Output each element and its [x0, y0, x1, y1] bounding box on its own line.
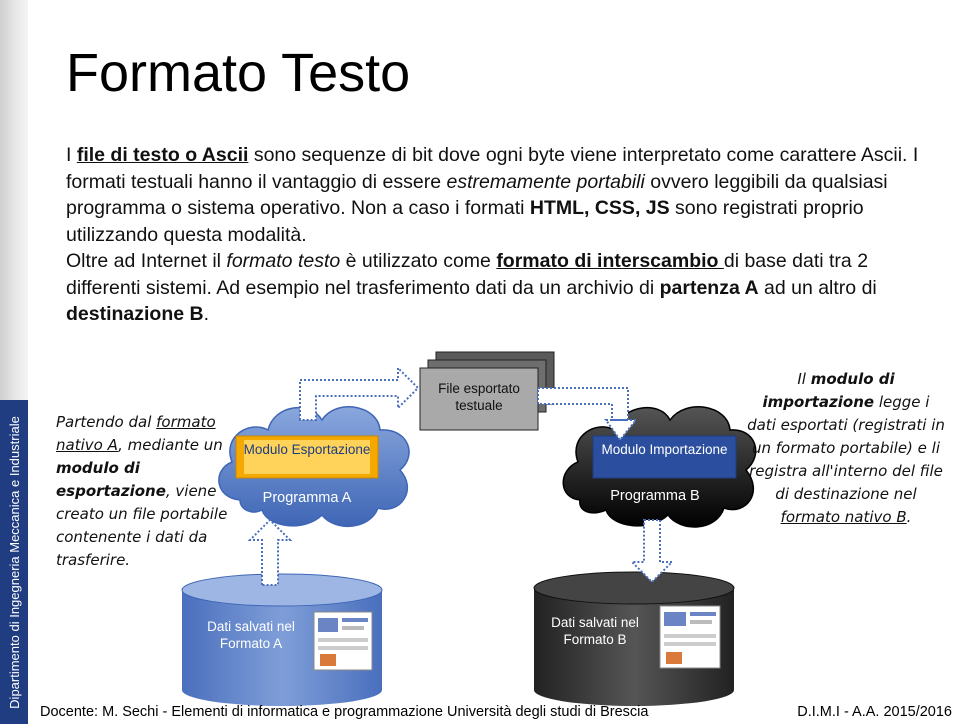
export-module-label: Modulo Esportazione — [243, 442, 371, 457]
text: , viene creato un file portabile contene… — [56, 482, 228, 569]
file-stack-icon — [419, 351, 555, 431]
text: Partendo dal — [56, 413, 157, 431]
text: legge i dati esportati (registrati in un… — [747, 393, 945, 503]
text: . — [203, 303, 210, 325]
strong: HTML, CSS, JS — [529, 197, 670, 219]
import-module-label: Modulo Importazione — [601, 442, 728, 457]
text: , mediante un — [118, 436, 223, 454]
text: ad un altro di — [758, 276, 877, 299]
screenshot-icon — [659, 605, 721, 669]
text: Oltre ad Internet il — [66, 250, 227, 272]
text: sono sequenze di bit dove ogni byte vien… — [66, 144, 919, 193]
db-b-label: Dati salvati nel Formato B — [551, 615, 639, 647]
import-module-box — [592, 435, 737, 479]
program-a-label: Programma A — [262, 490, 352, 506]
text: . — [906, 508, 912, 526]
text: sono registrati proprio utilizzando ques… — [66, 197, 864, 246]
arrow-db-a-to-cloud — [247, 518, 293, 586]
left-caption: Partendo dal formato nativo A, mediante … — [56, 411, 231, 572]
sidebar: Dipartimento di Ingegneria Meccanica e I… — [0, 0, 28, 724]
emphasis: estremamente portabili — [446, 170, 645, 193]
arrow-cloud-to-db-b — [629, 519, 675, 584]
emphasis: formato testo — [226, 250, 341, 272]
caption-bold: modulo di esportazione — [56, 459, 166, 500]
right-caption: Il modulo di importazione legge i dati e… — [746, 368, 946, 529]
db-a-label: Dati salvati nel Formato A — [207, 619, 295, 651]
body-text: I file di testo o Ascii sono sequenze di… — [66, 142, 946, 328]
footer: Docente: M. Sechi - Elementi di informat… — [40, 700, 960, 724]
strong: destinazione B — [66, 303, 204, 325]
sidebar-band — [0, 400, 28, 724]
link-formato-interscambio[interactable]: formato di interscambio — [496, 250, 724, 272]
footer-right: D.I.M.I - A.A. 2015/2016 — [797, 704, 952, 720]
caption-bold: modulo di importazione — [762, 370, 895, 411]
caption-underlined: formato nativo A — [56, 413, 216, 454]
paragraph-1: I file di testo o Ascii sono sequenze di… — [66, 142, 946, 248]
text: ovvero leggibili da qualsiasi programma … — [66, 170, 888, 220]
arrow-a-to-file — [299, 365, 420, 421]
text: di base dati tra 2 differenti sistemi. A… — [66, 250, 869, 299]
screenshot-icon — [313, 611, 373, 671]
slide-title: Formato Testo — [66, 43, 411, 103]
footer-left: Docente: M. Sechi - Elementi di informat… — [40, 704, 649, 720]
arrow-file-to-b — [537, 387, 639, 442]
link-file-di-testo[interactable]: file di testo o Ascii — [76, 144, 249, 166]
file-label: File esportato testuale — [438, 381, 520, 413]
strong: partenza A — [659, 276, 759, 299]
text: I — [66, 144, 77, 166]
text: Il — [797, 370, 811, 388]
caption-underlined: formato nativo B — [780, 508, 907, 526]
program-b-label: Programma B — [610, 488, 700, 504]
text: è utilizzato come — [340, 250, 497, 272]
paragraph-2: Oltre ad Internet il formato testo è uti… — [66, 248, 946, 328]
